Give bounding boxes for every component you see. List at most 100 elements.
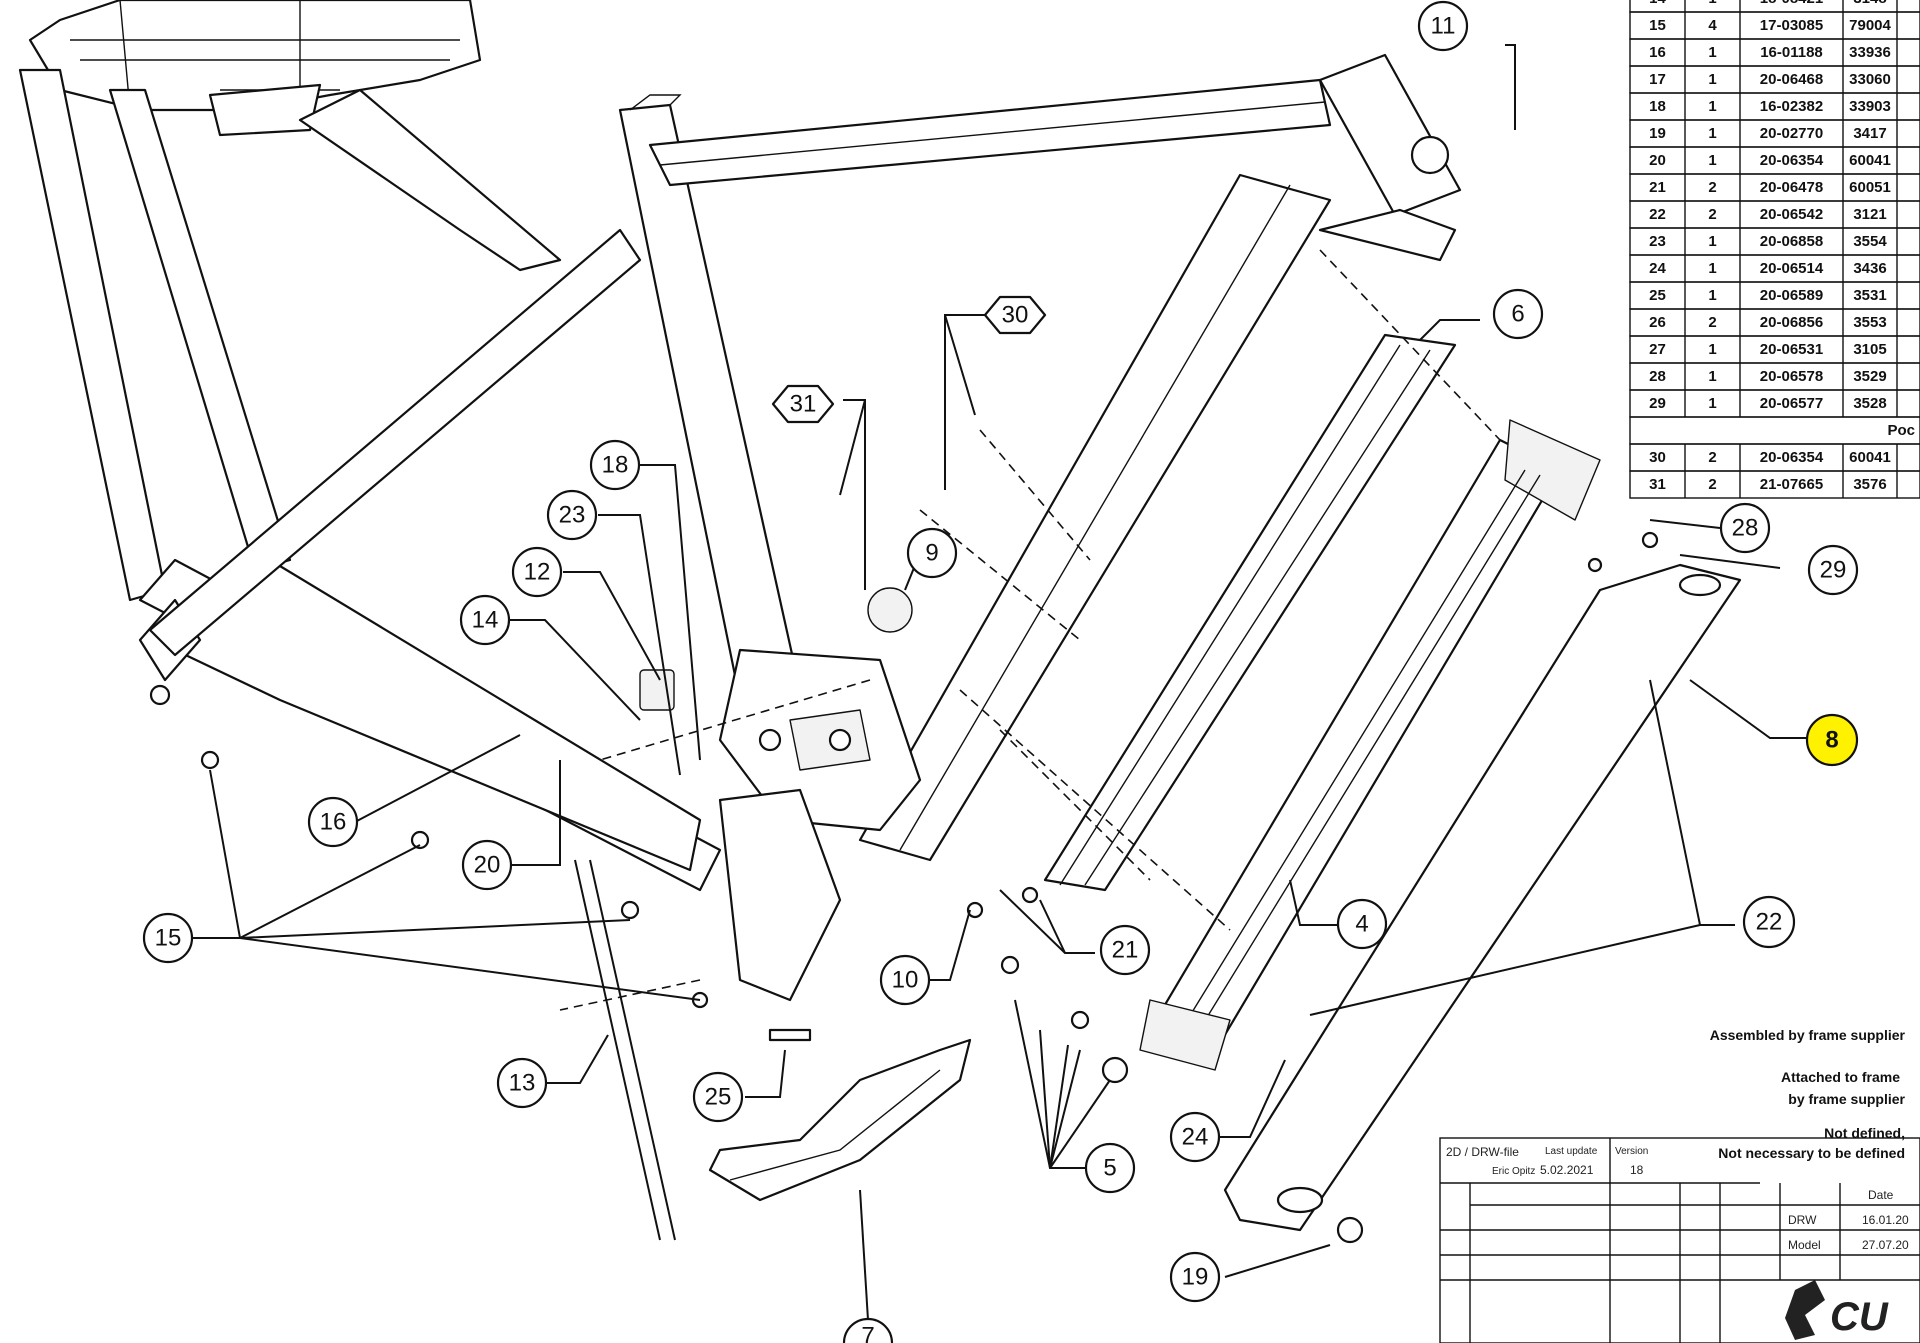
callout-23-label: 23 (559, 502, 586, 529)
callout-25: 25 (692, 1071, 744, 1123)
note-attached-2: by frame supplier (1788, 1091, 1905, 1107)
callout-24-label: 24 (1182, 1124, 1209, 1151)
callout-8: 8 (1805, 713, 1859, 767)
callout-5: 5 (1084, 1142, 1136, 1194)
bom-section-row: Poc (1629, 416, 1920, 445)
brand-logo: CU (1785, 1280, 1889, 1340)
bom-cell: 22 (1649, 206, 1666, 223)
bom-cell: 26 (1649, 314, 1666, 331)
note-attached-1: Attached to frame (1781, 1069, 1900, 1085)
bom-cell: 19 (1649, 125, 1666, 142)
bom-cell: 1 (1708, 98, 1716, 115)
bom-cell: 79004 (1849, 17, 1891, 34)
callout-5-label: 5 (1103, 1155, 1116, 1182)
bom-cell: 60041 (1849, 449, 1891, 466)
tb-author: Eric Opitz (1492, 1166, 1535, 1177)
callout-4: 4 (1336, 898, 1388, 950)
rear-rack (28, 0, 482, 137)
callout-25-label: 25 (705, 1084, 732, 1111)
bom-cell: 27 (1649, 341, 1666, 358)
callout-21: 21 (1099, 924, 1151, 976)
small-parts (200, 135, 1659, 1244)
bom-cell: 3105 (1853, 341, 1886, 358)
callout-10: 10 (879, 954, 931, 1006)
bom-cell: 2 (1708, 449, 1716, 466)
bom-cell: 3121 (1853, 206, 1886, 223)
callout-30: 30 (983, 295, 1047, 335)
bom-cell: 1 (1708, 152, 1716, 169)
bom-cell: 60041 (1849, 152, 1891, 169)
bom-cell: 1 (1708, 287, 1716, 304)
bom-cell: 20-06858 (1760, 233, 1823, 250)
bom-cell: 20-06354 (1760, 152, 1824, 169)
bom-cell: 24 (1649, 260, 1666, 277)
bom-cell: 1 (1708, 233, 1716, 250)
tb-last-update-label: Last update (1545, 1146, 1598, 1157)
tb-version: 18 (1630, 1163, 1644, 1177)
tb-model-label: Model (1788, 1238, 1821, 1252)
callout-11: 11 (1417, 0, 1469, 52)
callout-16: 16 (307, 796, 359, 848)
bom-cell: 20-06577 (1760, 395, 1823, 412)
bom-cell: 20-02770 (1760, 125, 1823, 142)
callout-7-label: 7 (861, 1323, 874, 1343)
callout-12: 12 (511, 546, 563, 598)
note-assembled: Assembled by frame supplier (1710, 1027, 1906, 1043)
brand-logo-text: CU (1830, 1295, 1889, 1339)
callout-31-label: 31 (790, 391, 817, 418)
note-not-defined-2: Not necessary to be defined (1718, 1145, 1905, 1161)
bom-cell: 20-06542 (1760, 206, 1823, 223)
bom-cell: 3148 (1853, 0, 1886, 7)
callout-11-label: 11 (1431, 13, 1456, 40)
bom-cell: 23 (1649, 233, 1666, 250)
bike-frame-drawing (18, 0, 1742, 1244)
callout-18-label: 18 (602, 452, 629, 479)
bom-cell: 20-06478 (1760, 179, 1823, 196)
bom-cell: 16-01188 (1760, 44, 1823, 61)
bom-section-label: Poc (1887, 422, 1915, 439)
bom-cell: 16 (1649, 44, 1666, 61)
bom-cell: 2 (1708, 206, 1716, 223)
bom-cell: 17 (1649, 71, 1666, 88)
callout-22-label: 22 (1756, 909, 1783, 936)
bom-cell: 2 (1708, 314, 1716, 331)
callout-14: 14 (459, 594, 511, 646)
callout-9: 9 (906, 527, 958, 579)
bom-cell: 1 (1708, 395, 1716, 412)
tb-drw-date: 16.01.20 (1862, 1213, 1909, 1227)
callout-30-label: 30 (1002, 302, 1029, 329)
bom-cell: 20-06514 (1760, 260, 1824, 277)
callout-28: 28 (1719, 502, 1771, 554)
bom-cell: 16-02382 (1760, 98, 1823, 115)
bom-cell: 3531 (1853, 287, 1886, 304)
bom-cell: 33903 (1849, 98, 1891, 115)
callout-6-label: 6 (1511, 301, 1524, 328)
bom-cell: 21-07665 (1760, 476, 1823, 493)
bom-cell: 30 (1649, 449, 1666, 466)
bom-row: 14118-084213148 (1629, 0, 1920, 13)
bom-cell: 4 (1708, 17, 1717, 34)
bom-cell: 3417 (1853, 125, 1886, 142)
callout-13: 13 (496, 1057, 548, 1109)
bom-cell: 33060 (1849, 71, 1891, 88)
note-not-defined-1: Not defined, (1824, 1125, 1905, 1141)
callout-16-label: 16 (320, 809, 347, 836)
bom-cell: 14 (1649, 0, 1666, 7)
bom-cell: 20-06856 (1760, 314, 1823, 331)
callout-29-label: 29 (1820, 557, 1847, 584)
callout-19-label: 19 (1182, 1264, 1209, 1291)
bom-cell: 3528 (1853, 395, 1886, 412)
bom-cell: 2 (1708, 476, 1716, 493)
bom-cell: 3576 (1853, 476, 1886, 493)
